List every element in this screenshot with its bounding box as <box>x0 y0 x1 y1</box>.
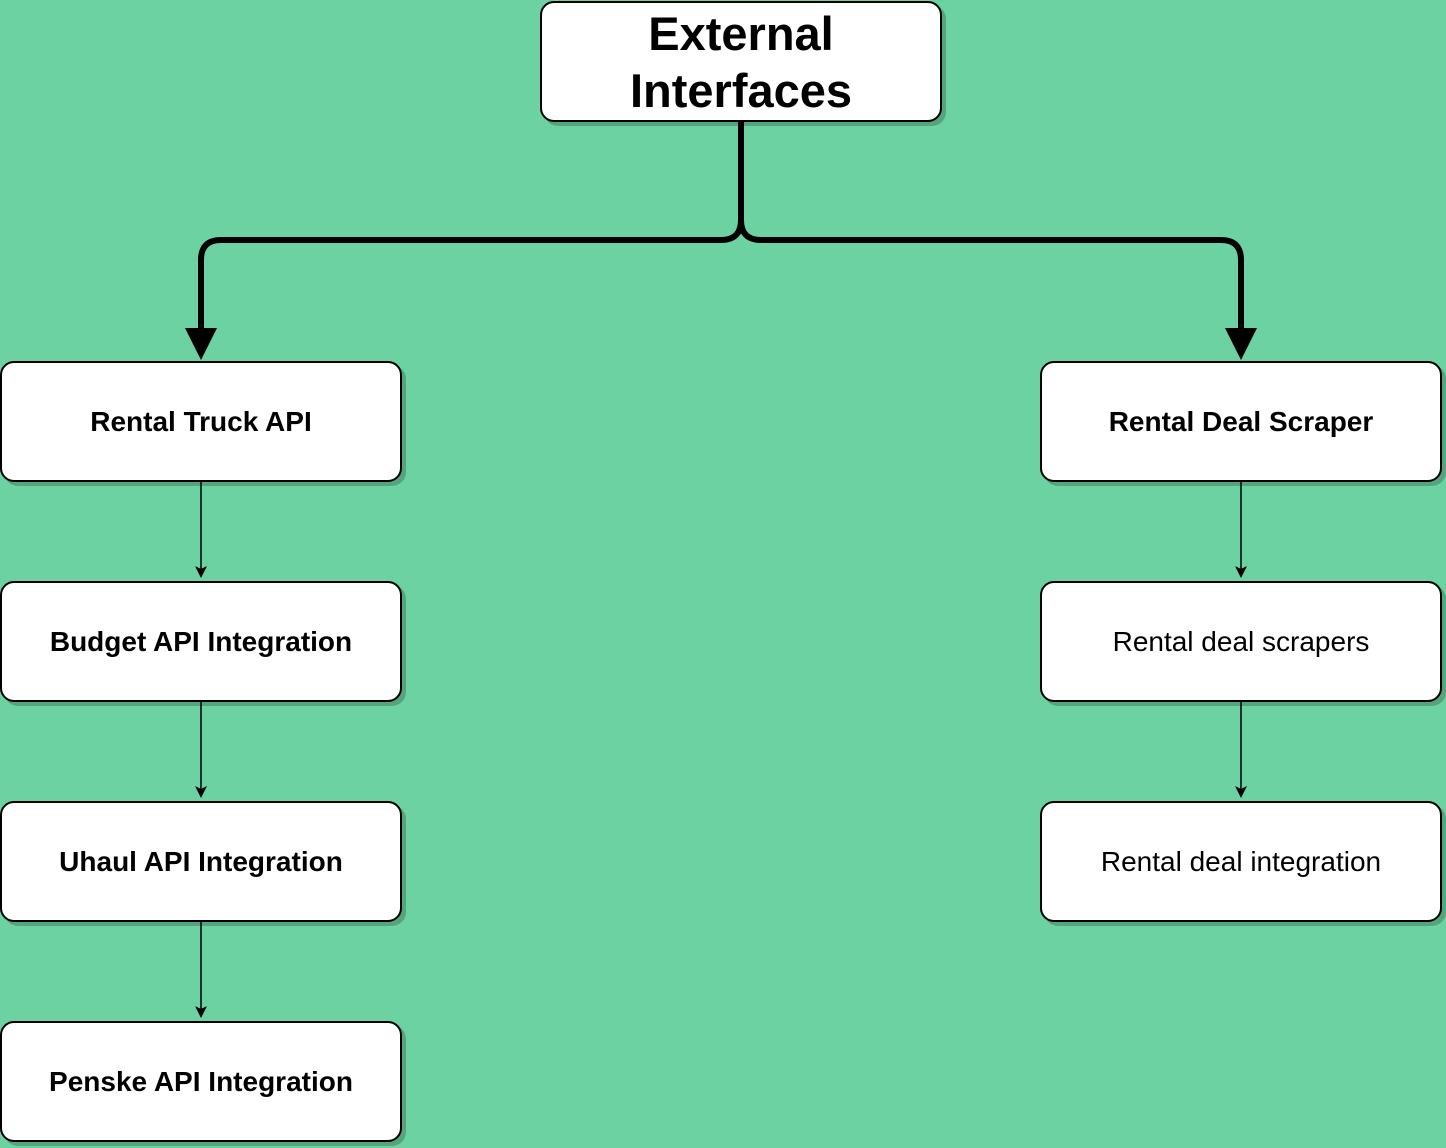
root-node-label: External Interfaces <box>629 6 853 117</box>
node-rental-deal-scrapers-label: Rental deal scrapers <box>1112 625 1370 657</box>
root-node-external-interfaces[interactable]: External Interfaces <box>540 1 942 122</box>
node-budget-api-integration-label: Budget API Integration <box>49 625 353 657</box>
node-uhaul-api-integration-label: Uhaul API Integration <box>59 845 343 877</box>
node-penske-api-integration[interactable]: Penske API Integration <box>0 1021 402 1142</box>
node-rental-deal-scraper-label: Rental Deal Scraper <box>1108 405 1374 437</box>
node-rental-deal-scraper[interactable]: Rental Deal Scraper <box>1040 361 1442 482</box>
root-split-connector <box>198 122 1244 330</box>
node-rental-deal-integration-label: Rental deal integration <box>1100 845 1382 877</box>
arrowhead-to-rental-truck-api <box>185 328 217 360</box>
node-uhaul-api-integration[interactable]: Uhaul API Integration <box>0 801 402 922</box>
arrowhead-to-rental-deal-scraper <box>1225 328 1257 360</box>
node-rental-deal-integration[interactable]: Rental deal integration <box>1040 801 1442 922</box>
node-budget-api-integration[interactable]: Budget API Integration <box>0 581 402 702</box>
node-penske-api-integration-label: Penske API Integration <box>49 1065 353 1097</box>
node-rental-truck-api[interactable]: Rental Truck API <box>0 361 402 482</box>
node-rental-deal-scrapers[interactable]: Rental deal scrapers <box>1040 581 1442 702</box>
node-rental-truck-api-label: Rental Truck API <box>90 405 312 437</box>
